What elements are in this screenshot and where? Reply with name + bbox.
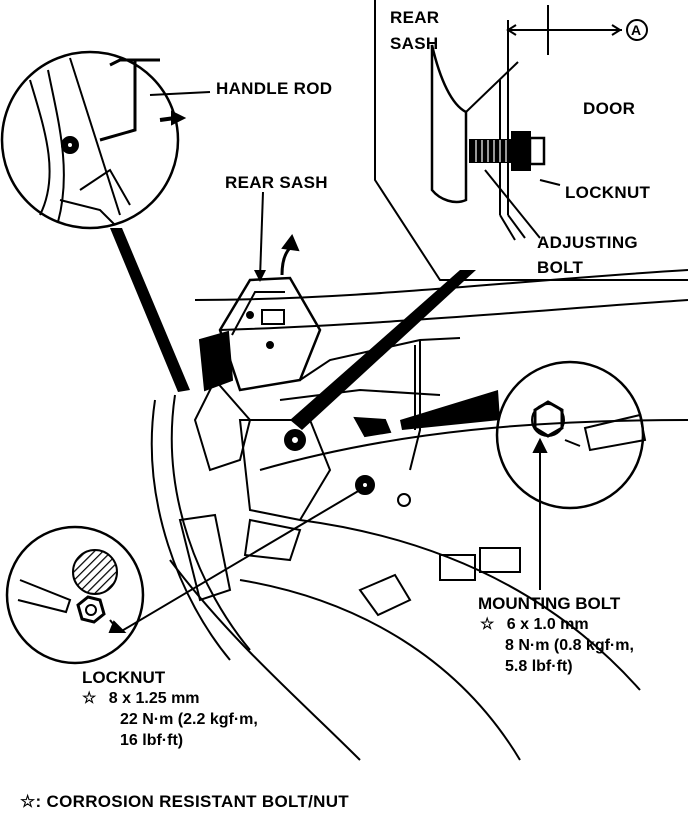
mounting-bolt-leader xyxy=(400,390,500,430)
mounting-bolt-torque-2: 5.8 lbf·ft) xyxy=(505,658,573,675)
legend-footer: ☆: CORROSION RESISTANT BOLT/NUT xyxy=(20,792,349,811)
legend-text: : CORROSION RESISTANT BOLT/NUT xyxy=(35,792,349,811)
corrosion-resistant-star-icon: ☆ xyxy=(480,616,495,633)
mounting-bolt-title: MOUNTING BOLT xyxy=(478,594,621,613)
locknut-title: LOCKNUT xyxy=(82,668,166,687)
rear-sash-detail-label-line1: REAR xyxy=(390,8,440,27)
adjusting-bolt-label-line1: ADJUSTING xyxy=(537,233,638,252)
handle-rod-magnifier xyxy=(0,50,211,230)
locknut-detail-label: LOCKNUT xyxy=(565,183,651,202)
locknut-size-row: ☆ 8 x 1.25 mm xyxy=(82,688,258,709)
mounting-bolt-size-row: ☆ 6 x 1.0 mm xyxy=(478,614,634,635)
mounting-bolt-torque-1: 8 N·m (0.8 kgf·m, xyxy=(505,637,634,654)
corrosion-resistant-star-icon: ☆ xyxy=(82,690,97,707)
handle-rod-label: HANDLE ROD xyxy=(216,79,333,98)
magnifier-leader xyxy=(110,228,190,392)
locknut-magnifier xyxy=(5,489,361,665)
locknut-torque-2: 16 lbf·ft) xyxy=(120,732,184,749)
locknut-torque-1: 22 N·m (2.2 kgf·m, xyxy=(120,711,258,728)
rear-sash-detail-label-line2: SASH xyxy=(390,34,439,53)
detail-leader xyxy=(290,270,476,430)
detail-a-label: A xyxy=(631,22,642,38)
locknut-size: 8 x 1.25 mm xyxy=(108,690,200,707)
adjusting-bolt-label-line2: BOLT xyxy=(537,258,584,277)
adjusting-bolt-detail xyxy=(374,0,688,281)
legend-star-icon: ☆ xyxy=(20,792,36,811)
rear-sash-label: REAR SASH xyxy=(225,173,328,192)
mounting-bolt-magnifier xyxy=(495,360,647,590)
locknut-spec: LOCKNUT ☆ 8 x 1.25 mm 22 N·m (2.2 kgf·m,… xyxy=(82,667,258,751)
door-label: DOOR xyxy=(583,99,636,118)
mounting-bolt-spec: MOUNTING BOLT ☆ 6 x 1.0 mm 8 N·m (0.8 kg… xyxy=(478,593,634,677)
mounting-bolt-size: 6 x 1.0 mm xyxy=(506,616,589,633)
latch-assembly xyxy=(150,234,688,761)
